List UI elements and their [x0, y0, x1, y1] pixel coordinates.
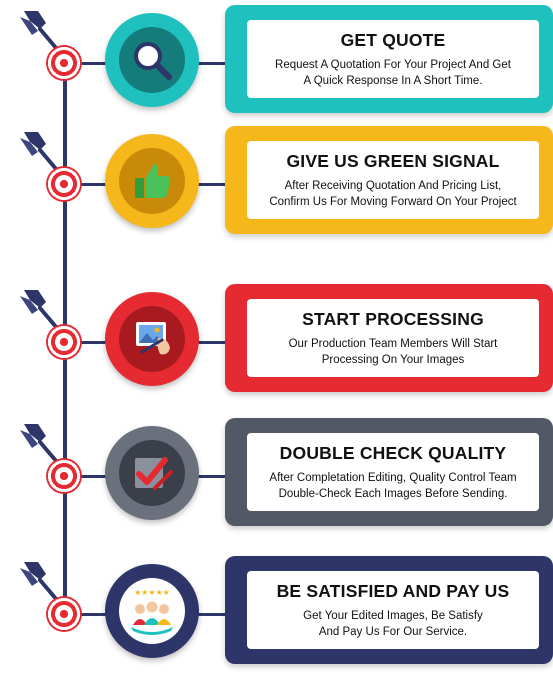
- step-title: GET QUOTE: [340, 29, 446, 50]
- target-icon: [46, 45, 82, 81]
- step-double-check-quality: DOUBLE CHECK QUALITY After Completation …: [0, 418, 553, 528]
- image-editing-icon: [136, 322, 170, 355]
- step-title: START PROCESSING: [302, 308, 484, 329]
- step-icon-circle: [105, 426, 199, 520]
- step-description: After Receiving Quotation And Pricing Li…: [269, 179, 517, 208]
- step-icon-circle: [105, 134, 199, 228]
- step-be-satisfied-and-pay: BE SATISFIED AND PAY US Get Your Edited …: [0, 556, 553, 666]
- step-description: Request A Quotation For Your Project And…: [275, 58, 511, 87]
- checkmark-pen-icon: [135, 457, 173, 490]
- step-title: BE SATISFIED AND PAY US: [276, 580, 510, 601]
- target-icon: [46, 596, 82, 632]
- step-title: DOUBLE CHECK QUALITY: [279, 442, 507, 463]
- step-card: DOUBLE CHECK QUALITY After Completation …: [225, 418, 553, 526]
- rating-stars: ★★★★★: [134, 587, 170, 597]
- step-card: START PROCESSING Our Production Team Mem…: [225, 284, 553, 392]
- thumbs-up-icon: [135, 164, 171, 198]
- step-start-processing: START PROCESSING Our Production Team Mem…: [0, 284, 553, 394]
- magnifier-icon: [134, 42, 172, 80]
- step-card: GET QUOTE Request A Quotation For Your P…: [225, 5, 553, 113]
- dart-icon: [20, 290, 64, 336]
- target-icon: [46, 324, 82, 360]
- step-icon-circle: [105, 13, 199, 107]
- step-give-green-signal: GIVE US GREEN SIGNAL After Receiving Quo…: [0, 126, 553, 236]
- step-icon-circle: [105, 292, 199, 386]
- step-title: GIVE US GREEN SIGNAL: [286, 150, 500, 171]
- target-icon: [46, 458, 82, 494]
- step-card: GIVE US GREEN SIGNAL After Receiving Quo…: [225, 126, 553, 234]
- satisfied-customers-icon: [131, 601, 173, 635]
- step-description: After Completation Editing, Quality Cont…: [269, 471, 517, 500]
- step-card: BE SATISFIED AND PAY US Get Your Edited …: [225, 556, 553, 664]
- step-get-quote: GET QUOTE Request A Quotation For Your P…: [0, 5, 553, 115]
- target-icon: [46, 166, 82, 202]
- step-icon-circle: ★★★★★: [105, 564, 199, 658]
